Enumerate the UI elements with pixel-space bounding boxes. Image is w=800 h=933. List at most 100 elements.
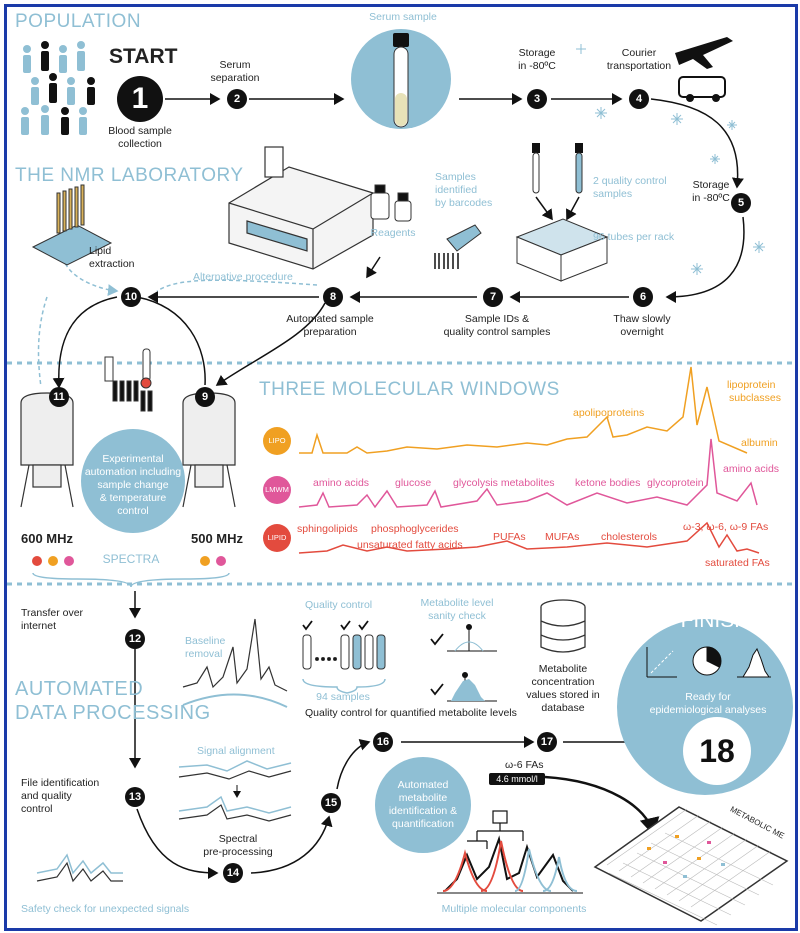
alt-proc-label: Alternative procedure xyxy=(193,271,293,283)
courier-l2: transportation xyxy=(606,60,672,72)
sphingo-label: sphingolipids xyxy=(297,523,358,535)
step-4: 4 xyxy=(629,89,649,109)
omega-fas-label: ω-3, ω-6, ω-9 FAs xyxy=(683,521,769,533)
lipid-circle xyxy=(263,524,291,552)
ready-l2: epidemiological analyses xyxy=(649,704,767,716)
experimental-automation-circle xyxy=(81,429,185,533)
checkmark-icons xyxy=(302,620,444,696)
barcodes-l2: identified xyxy=(435,184,478,196)
lmwm-circle xyxy=(263,476,291,504)
auto-prep-l1: Automated sample xyxy=(286,313,374,325)
finish-chart-icons xyxy=(646,646,771,678)
reagents-label: Reagents xyxy=(370,227,416,239)
file-id-l1: File identification xyxy=(21,777,100,789)
spectra-dot-orange-500 xyxy=(200,556,210,566)
lipid-ext-l1: Lipid xyxy=(89,245,112,257)
metabolic-results-sheet xyxy=(593,806,789,926)
metab-db-l1: Metabolite xyxy=(538,663,588,675)
concentration-badge: 4.6 mmol/l xyxy=(489,773,545,785)
nmr-lab-header: THE NMR LABORATORY xyxy=(15,165,244,186)
sample-ids-l1: Sample IDs & xyxy=(464,313,530,325)
safety-label: Safety check for unexpected signals xyxy=(21,903,190,915)
barcodes-l1: Samples xyxy=(435,171,476,183)
auto-metab-l1: Automated xyxy=(397,779,449,791)
step-6: 6 xyxy=(633,287,653,307)
step-3: 3 xyxy=(527,89,547,109)
finish-label: FINISH xyxy=(680,609,750,632)
file-id-l3: control xyxy=(21,803,53,815)
step-14: 14 xyxy=(223,863,243,883)
spectra-dot-pink-600 xyxy=(64,556,74,566)
mhz500-label: 500 MHz xyxy=(191,531,244,546)
lmwm-badge-label: LMWM xyxy=(265,485,289,494)
signal-align-1 xyxy=(178,760,292,772)
nmr-spectrometer-600-icon xyxy=(20,392,74,508)
infographic-frame: POPULATION THE NMR LABORATORY THREE MOLE… xyxy=(4,4,798,931)
qc-samples-l2: samples xyxy=(593,188,633,200)
population-header: POPULATION xyxy=(15,11,142,32)
serum-sep-l1: Serum xyxy=(219,59,251,71)
experimental-l2: automation including xyxy=(84,466,182,478)
nmr-spectrometer-500-icon xyxy=(182,392,236,508)
step-11: 11 xyxy=(49,387,69,407)
sanity-check-charts-icon xyxy=(447,624,497,702)
spectra-dot-red-600 xyxy=(32,556,42,566)
albumin-label: albumin xyxy=(741,437,778,449)
storage1-l1: Storage xyxy=(518,47,556,59)
courier-l1: Courier xyxy=(621,47,657,59)
lmwm-spectrum xyxy=(298,438,758,509)
ready-l1: Ready for xyxy=(685,691,731,703)
barcodes-l3: by barcodes xyxy=(435,197,493,209)
ketone-label: ketone bodies xyxy=(575,477,641,489)
blood-caption-l1: Blood sample xyxy=(108,125,172,137)
metab-db-l2: concentration xyxy=(531,676,595,688)
experimental-l4: & temperature xyxy=(99,492,167,504)
spectra-label: SPECTRA xyxy=(102,552,160,566)
glycolysis-label: glycolysis metabolites xyxy=(453,477,555,489)
transfer-l2: internet xyxy=(21,620,57,632)
step-10: 10 xyxy=(121,287,141,307)
mufa-label: MUFAs xyxy=(545,531,580,543)
sanity-l2: sanity check xyxy=(428,610,486,622)
phospho-label: phosphoglycerides xyxy=(371,523,459,535)
multi-comp-label: Multiple molecular components xyxy=(441,903,587,915)
diagram-graphics xyxy=(7,29,795,926)
tube-rack-icon xyxy=(515,218,609,282)
amino2-label: amino acids xyxy=(723,463,780,475)
glycoprotein-label: glycoprotein xyxy=(647,477,704,489)
finish-circle xyxy=(683,717,751,785)
amino-label: amino acids xyxy=(313,477,370,489)
sample-changer-icon xyxy=(104,348,153,412)
step-2: 2 xyxy=(227,89,247,109)
qc-samples-l1: 2 quality control xyxy=(593,175,667,187)
lipoprot-l2: subclasses xyxy=(729,392,781,404)
sample-ids-l2: quality control samples xyxy=(443,326,551,338)
auto-metab-l4: quantification xyxy=(392,818,454,830)
unsat-label: unsaturated fatty acids xyxy=(357,539,463,551)
spectra-dot-pink-500 xyxy=(216,556,226,566)
data-processing-header: DATA PROCESSING xyxy=(15,702,211,724)
safety-spectrum-1 xyxy=(36,853,123,875)
sanity-l1: Metabolite level xyxy=(420,597,494,609)
metab-db-l3: values stored in xyxy=(526,689,600,701)
samples94-label: 94 samples xyxy=(316,691,370,703)
qc-quant-label: Quality control for quantified metabolit… xyxy=(305,707,517,719)
glucose-label: glucose xyxy=(395,477,432,489)
spectra-brace xyxy=(32,572,230,588)
van-icon xyxy=(678,76,726,102)
start-number: 1 xyxy=(131,82,149,115)
signal-align-3 xyxy=(178,795,292,814)
pufa-label: PUFAs xyxy=(493,531,526,543)
baseline-l2: removal xyxy=(185,648,223,660)
step-13: 13 xyxy=(125,787,145,807)
lipid-spectrum xyxy=(298,521,760,554)
file-id-l2: and quality xyxy=(21,790,72,802)
lipo-circle xyxy=(263,427,291,455)
step-9: 9 xyxy=(195,387,215,407)
qc-tube-row-icon xyxy=(302,634,386,694)
automated-header: AUTOMATED xyxy=(15,678,144,700)
qc-tubes-icon xyxy=(532,143,583,221)
lipid-badge-label: LIPID xyxy=(267,533,287,542)
saturated-fas-label: saturated FAs xyxy=(705,557,770,569)
blood-caption-l2: collection xyxy=(118,138,162,150)
